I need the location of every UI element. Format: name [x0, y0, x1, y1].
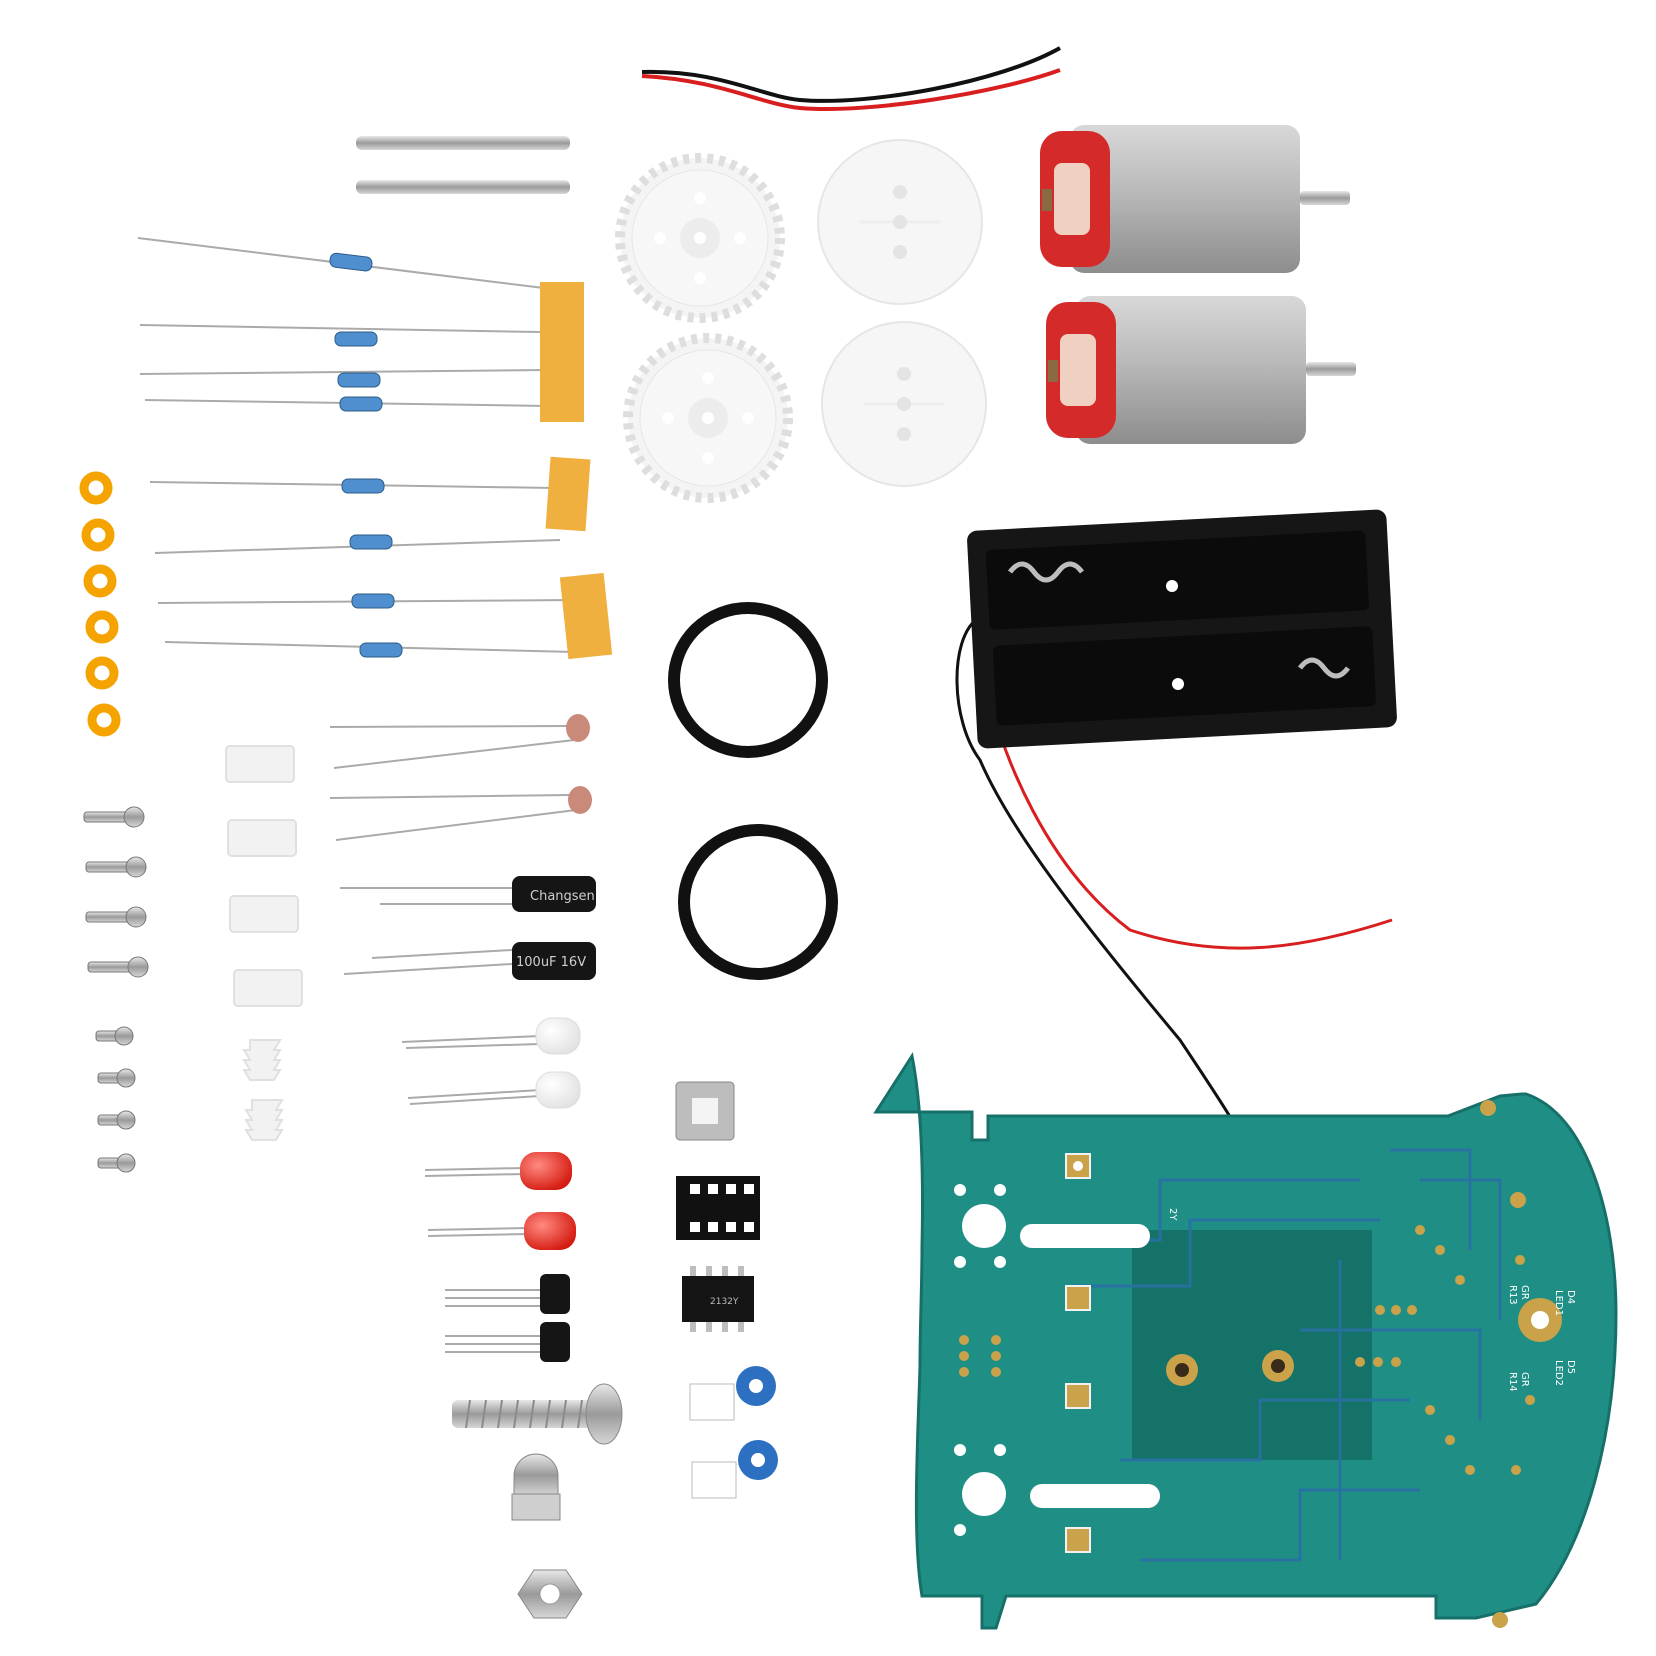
small-screws [83, 806, 149, 1173]
op-amp-chip: 2132Y [682, 1266, 754, 1332]
battery-holder [955, 509, 1397, 1121]
pcb-mark-gr: GR [1519, 1285, 1530, 1300]
nylon-standoffs [225, 745, 303, 1141]
acorn-nut [511, 1453, 561, 1521]
white-spur-gear [623, 333, 793, 503]
pcb-mark-led1: LED1 [1553, 1290, 1564, 1316]
capacitor-label: Changsen [530, 889, 595, 904]
transistors [445, 1274, 570, 1362]
pcb-mark-d5: D5 [1565, 1360, 1576, 1374]
resistor-strip [137, 237, 613, 660]
trimmer-potentiometers [689, 1366, 778, 1499]
dc-motor [1046, 296, 1356, 444]
photoresistors [329, 714, 592, 841]
chip-marking: 2132Y [710, 1297, 739, 1307]
pcb-mark-r14: R14 [1507, 1372, 1518, 1392]
push-switch [675, 1081, 735, 1141]
capacitor-label: 100uF 16V [516, 955, 586, 970]
rubber-tire-rings [668, 602, 838, 980]
tape-strip [559, 572, 613, 660]
jumper-wire-pair [641, 46, 1061, 112]
pcb-mark-led2: LED2 [1553, 1360, 1564, 1386]
white-wheel-hub [821, 321, 987, 487]
electrolytic-capacitors: Changsen 100uF 16V [340, 876, 596, 980]
pcb-mark-d4: D4 [1565, 1290, 1576, 1304]
steel-axle-rods [356, 136, 570, 194]
tape-strip [545, 456, 591, 532]
tape-strip [540, 282, 584, 422]
pcb-mark-r13: R13 [1507, 1285, 1518, 1305]
red-leds [424, 1152, 576, 1250]
machine-bolt [452, 1383, 623, 1445]
white-leds [401, 1017, 581, 1109]
robot-car-pcb: D4 LED1 GR R13 D5 LED2 GR R14 2Y [873, 1052, 1618, 1630]
orange-washers [79, 471, 121, 737]
hex-nut [517, 1569, 583, 1619]
pcb-mark-2y: 2Y [1167, 1208, 1178, 1221]
dc-motor [1040, 125, 1350, 273]
white-wheel-hub [817, 139, 983, 305]
ic-socket [676, 1176, 760, 1240]
white-spur-gear [615, 153, 785, 323]
pcb-mark-gr: GR [1519, 1372, 1530, 1387]
